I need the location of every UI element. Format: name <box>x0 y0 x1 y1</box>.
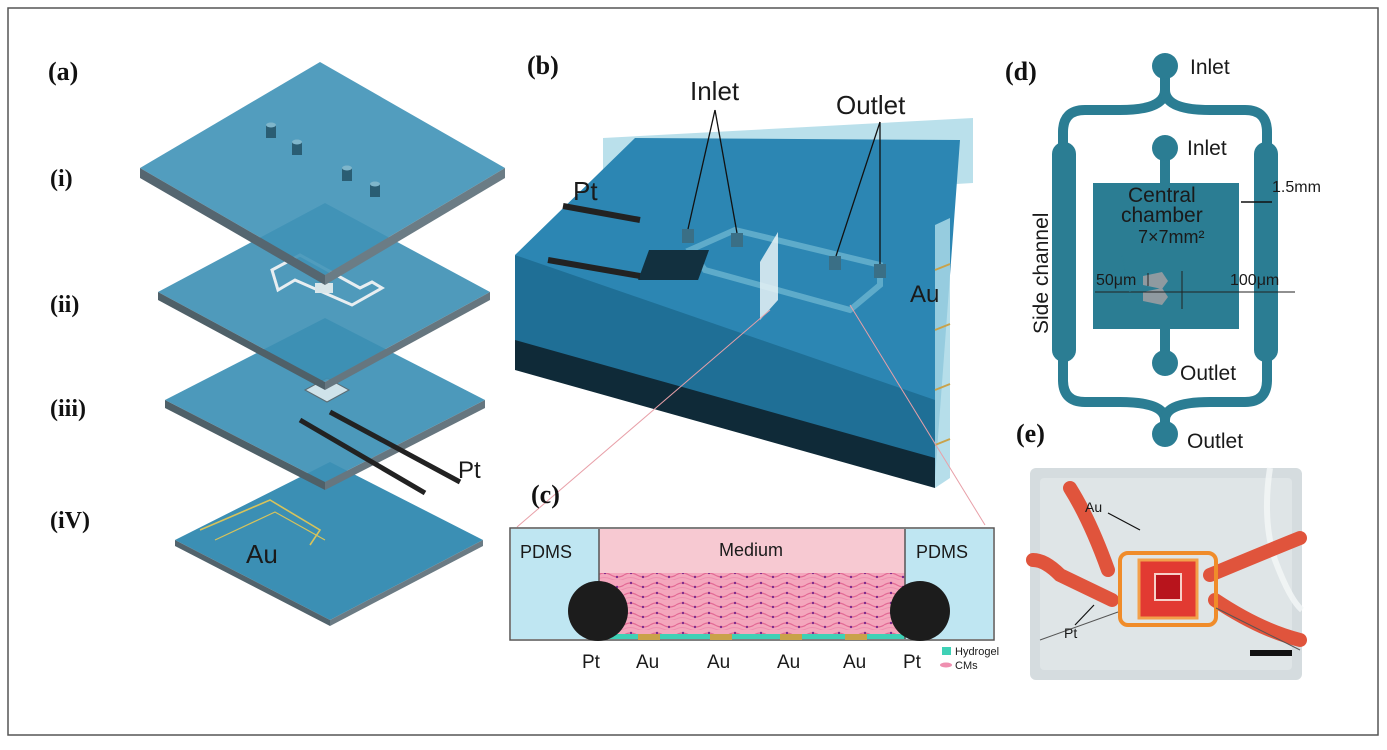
outlet-inner-port <box>1152 350 1178 376</box>
panel-c-label: (c) <box>531 480 560 509</box>
panel-c: (c) PDMS Medium PDMS Pt Au Au Au Au Pt H… <box>509 480 999 673</box>
panel-d-label: (d) <box>1005 57 1037 86</box>
side-channel-right <box>1254 142 1278 362</box>
layer-label-ii: (ii) <box>50 292 79 318</box>
outlet-inner-label: Outlet <box>1180 362 1236 385</box>
panel-b: (b) Inlet Outle <box>515 51 986 528</box>
layer-iii <box>165 318 485 496</box>
au-electrode-1 <box>638 634 660 640</box>
hydrogel-layer <box>599 634 905 639</box>
panel-e-au-label: Au <box>1085 499 1102 515</box>
inlet-inner-port <box>1152 135 1178 161</box>
panel-a-pt-label: Pt <box>458 457 481 484</box>
side-channel-left <box>1052 142 1076 362</box>
dim-100um: 100μm <box>1230 272 1279 289</box>
figure-border <box>7 7 1379 736</box>
panel-e: (e) Au Pt <box>1016 419 1307 680</box>
central-label-2: chamber <box>1121 204 1203 227</box>
au-electrode-3 <box>780 634 802 640</box>
layer-i-top <box>140 62 505 275</box>
layer-iv <box>175 462 483 626</box>
port-pillars <box>266 122 380 197</box>
pt-wire-top <box>562 203 641 223</box>
panel-b-pt-label: Pt <box>573 176 598 206</box>
panel-a-au-label: Au <box>246 539 278 569</box>
pt-wire-bottom <box>547 257 641 279</box>
scale-bar <box>1250 650 1292 656</box>
panel-a-label: (a) <box>48 57 78 86</box>
au-electrode-2 <box>710 634 732 640</box>
panel-e-pt-label: Pt <box>1064 625 1077 641</box>
inlet-top-port <box>1152 53 1178 79</box>
legend-cms-swatch <box>940 662 952 668</box>
panel-b-outlet-label: Outlet <box>836 90 906 120</box>
chamber-size-label: 7×7mm² <box>1138 227 1205 247</box>
central-label-1: Central <box>1128 184 1196 207</box>
layer-label-iv: (iV) <box>50 508 90 534</box>
electrode-tip-upper <box>1143 272 1168 289</box>
outlet-bottom-label: Outlet <box>1187 430 1243 453</box>
au-electrode-4 <box>845 634 867 640</box>
bottom-label-au-1: Au <box>636 652 659 673</box>
pdms-right-label: PDMS <box>916 542 968 562</box>
chip-front-face <box>515 255 935 478</box>
panel-b-au-label: Au <box>910 281 939 308</box>
pt-wire <box>328 409 462 485</box>
pt-wire-left-section <box>568 581 628 641</box>
tube-left-lower <box>1026 553 1119 607</box>
channel-loop <box>685 226 883 314</box>
panel-d: (d) <box>1005 53 1321 453</box>
panel-b-inlet-label: Inlet <box>690 76 740 106</box>
bottom-label-au-3: Au <box>777 652 800 673</box>
orange-channel <box>1118 551 1218 627</box>
micro-gaps <box>1076 191 1254 321</box>
cardiac-tissue <box>599 573 905 635</box>
bottom-label-au-4: Au <box>843 652 866 673</box>
legend-hydrogel-label: Hydrogel <box>955 646 999 658</box>
tube-right-upper <box>1203 531 1307 582</box>
legend-hydrogel-swatch <box>942 647 951 655</box>
pt-wire-right-section <box>890 581 950 641</box>
layer-iv-top <box>175 462 483 620</box>
panel-b-label: (b) <box>527 51 559 80</box>
panel-a: (a) <box>48 57 505 626</box>
inlet-top-label: Inlet <box>1190 56 1230 79</box>
chip-base <box>515 340 935 488</box>
bottom-label-pt-right: Pt <box>903 652 922 673</box>
dim-1-5mm: 1.5mm <box>1272 179 1321 196</box>
bottom-label-au-2: Au <box>707 652 730 673</box>
side-channel-label: Side channel <box>1030 213 1053 334</box>
layer-i <box>140 62 505 285</box>
au-electrode-trace <box>199 499 322 546</box>
central-chamber <box>638 250 710 280</box>
bottom-label-pt-left: Pt <box>582 652 601 673</box>
tube-left-upper <box>1063 481 1115 577</box>
inlet-inner-label: Inlet <box>1187 137 1227 160</box>
dim-50um: 50μm <box>1096 272 1136 289</box>
medium-region <box>599 529 905 573</box>
section-plane <box>760 232 778 320</box>
outlet-bottom-port <box>1152 421 1178 447</box>
glass-edge <box>935 218 950 488</box>
pdms-left-label: PDMS <box>520 542 572 562</box>
legend-cms-label: CMs <box>955 660 978 672</box>
tube-right-lower <box>1208 593 1307 647</box>
layer-label-iii: (iii) <box>50 396 86 422</box>
layer-ii <box>158 203 490 390</box>
central-chamber-d <box>1093 183 1239 329</box>
medium-label: Medium <box>719 540 783 560</box>
layer-label-i: (i) <box>50 166 73 192</box>
panel-e-label: (e) <box>1016 419 1045 448</box>
